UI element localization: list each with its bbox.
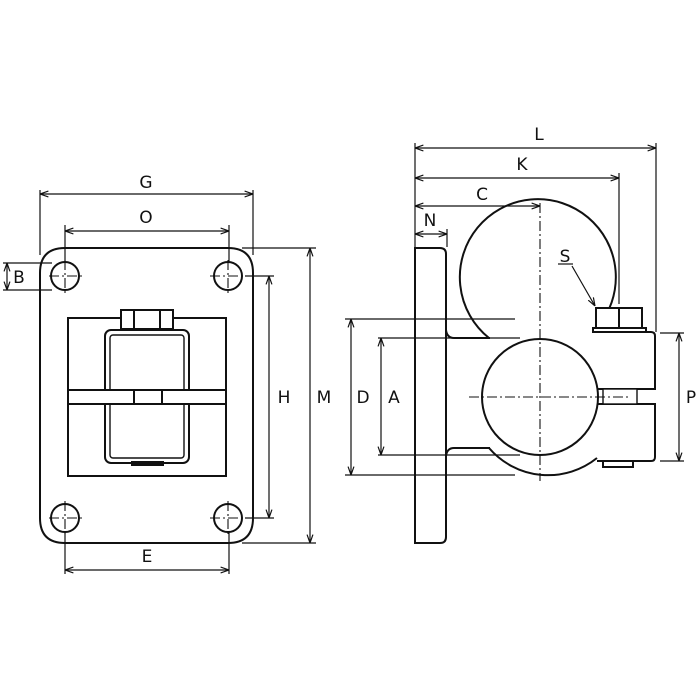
dimension-N: N <box>415 211 448 247</box>
label-A: A <box>388 388 400 408</box>
flange-plate-side <box>414 247 447 544</box>
clamp-ear-block <box>597 331 656 462</box>
dimension-C: C <box>415 185 540 206</box>
label-K: K <box>516 155 528 175</box>
bottom-nut <box>131 461 164 466</box>
dimension-O: O <box>64 208 230 262</box>
dimension-P: P <box>660 332 696 462</box>
dimension-D: D <box>345 318 515 476</box>
leader-S: S <box>558 247 595 306</box>
dimension-A: A <box>378 337 520 456</box>
clamp-nut <box>602 460 634 468</box>
label-D: D <box>356 388 369 408</box>
label-G: G <box>139 173 152 193</box>
mounting-hole-bottom-left <box>49 501 82 535</box>
dimension-K: K <box>415 155 620 304</box>
clamp-ring-side-outer <box>458 198 617 477</box>
label-P: P <box>686 388 696 408</box>
dimension-H: H <box>245 275 291 519</box>
label-H: H <box>278 388 291 408</box>
label-M: M <box>317 388 332 408</box>
mounting-hole-top-left <box>49 260 82 293</box>
clamp-split-band <box>67 389 227 405</box>
label-S: S <box>560 247 571 267</box>
clamp-bolt-head <box>592 307 647 333</box>
label-N: N <box>424 211 437 231</box>
label-O: O <box>139 208 152 228</box>
side-view: L K C N S D <box>345 125 696 544</box>
dimension-B: B <box>3 262 52 291</box>
label-B: B <box>13 268 25 288</box>
dimension-E: E <box>64 532 230 574</box>
mounting-hole-bottom-right <box>210 501 245 535</box>
front-view: G O B H M <box>3 173 331 574</box>
mounting-plate-outline <box>39 247 254 544</box>
label-E: E <box>142 547 153 567</box>
label-L: L <box>534 125 544 145</box>
dimension-M: M <box>242 247 332 544</box>
mounting-hole-top-right <box>210 260 245 293</box>
dimension-G: G <box>39 173 254 255</box>
label-C: C <box>476 185 488 205</box>
dimension-L: L <box>414 125 657 332</box>
hex-bolt-head <box>120 309 174 330</box>
